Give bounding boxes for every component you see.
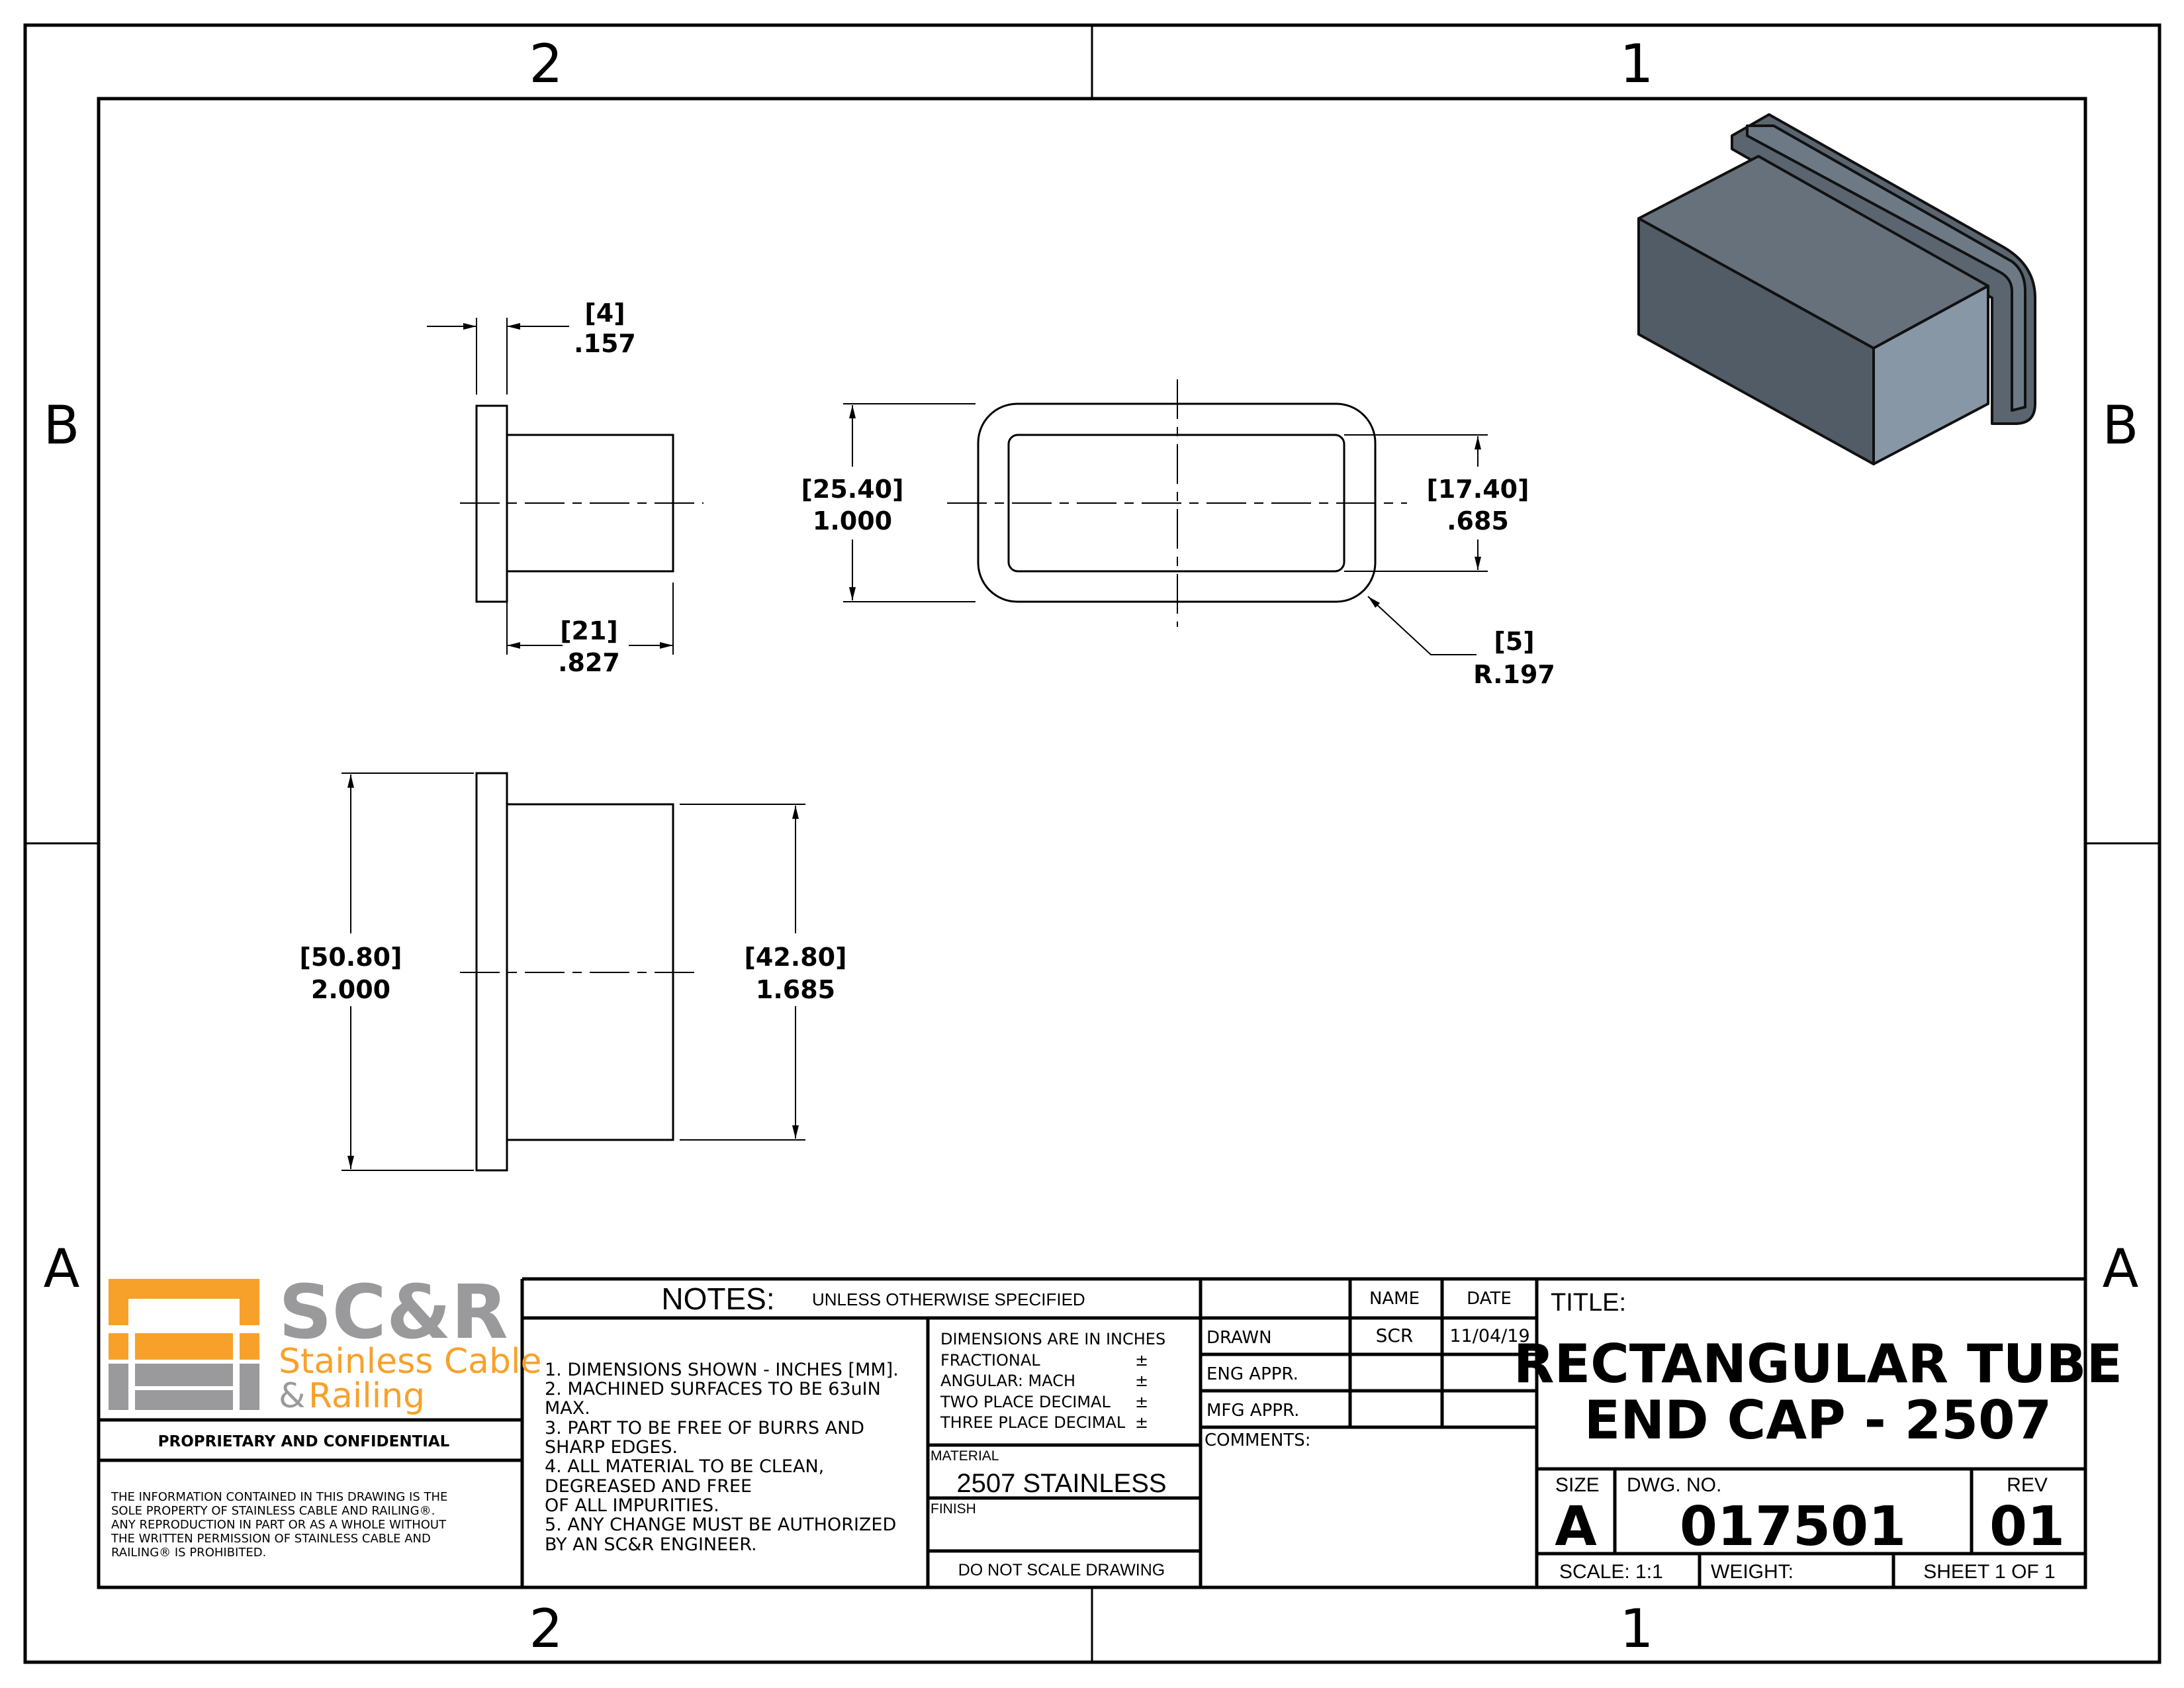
date-header: DATE [1467,1289,1512,1309]
rev-label: REV [2007,1474,2048,1496]
tolerance-line: DIMENSIONS ARE IN INCHES [940,1330,1165,1348]
note-line: 2. MACHINED SURFACES TO BE 63uIN [545,1379,881,1399]
company-logo: SC&R Stainless Cable & Railing [109,1270,541,1416]
note-line: DEGREASED AND FREE [545,1476,752,1497]
note-line: BY AN SC&R ENGINEER. [545,1534,757,1555]
note-line: 3. PART TO BE FREE OF BURRS AND [545,1418,864,1438]
comments-label: COMMENTS: [1205,1430,1311,1450]
dwg-no-value: 017501 [1680,1495,1906,1558]
dwg-no-label: DWG. NO. [1627,1474,1721,1496]
disclaimer: THE INFORMATION CONTAINED IN THIS DRAWIN… [111,1490,447,1560]
size-label: SIZE [1555,1474,1600,1496]
logo-amp: & [279,1376,306,1416]
dim-inner-width-mm: [42.80] [745,943,847,972]
note-line: 1. DIMENSIONS SHOWN - INCHES [MM]. [545,1360,899,1380]
dim-length-mm: [21] [560,616,618,645]
note-line: OF ALL IMPURITIES. [545,1495,719,1516]
scale-label: SCALE: 1:1 [1559,1561,1663,1583]
dim-inner-width-in: 1.685 [756,975,835,1004]
plus-minus: ± [1135,1372,1148,1390]
zone-label: A [44,1238,80,1299]
material-label: MATERIAL [931,1448,999,1464]
logo-name: SC&R [279,1270,508,1356]
plus-minus: ± [1135,1413,1148,1432]
tolerance-line: FRACTIONAL [940,1351,1040,1370]
material-value: 2507 STAINLESS [956,1469,1166,1498]
drawing-title-line1: RECTANGULAR TUBE [1514,1333,2122,1395]
logo-line2: Railing [308,1376,425,1416]
front-view: [25.40] 1.000 [17.40] .685 [5] R.197 [801,379,1555,689]
plus-minus: ± [1135,1351,1148,1370]
proprietary-label: PROPRIETARY AND CONFIDENTIAL [158,1433,450,1450]
notes-header: NOTES: [661,1282,774,1316]
dim-outer-height-mm: [25.40] [801,475,904,504]
dim-outer-width-mm: [50.80] [300,943,402,972]
disclaimer-line: ANY REPRODUCTION IN PART OR AS A WHOLE W… [111,1518,447,1532]
zone-label: 2 [529,1598,563,1660]
dim-flange-mm: [4] [584,299,625,328]
size-value: A [1555,1495,1597,1558]
tolerance-line: ANGULAR: MACH [940,1372,1075,1390]
zone-label: 1 [1620,33,1654,95]
approval-label: ENG APPR. [1206,1364,1298,1384]
dim-inner-height-in: .685 [1447,506,1509,536]
note-line: 4. ALL MATERIAL TO BE CLEAN, [545,1456,824,1477]
zone-label: 1 [1620,1598,1654,1660]
zone-label: B [2103,395,2139,456]
disclaimer-line: THE WRITTEN PERMISSION OF STAINLESS CABL… [111,1532,431,1546]
dim-outer-width-in: 2.000 [311,975,390,1004]
isometric-view [1637,113,2036,465]
finish-label: FINISH [931,1501,976,1517]
approval-label: DRAWN [1206,1328,1272,1348]
plus-minus: ± [1135,1393,1148,1411]
weight-label: WEIGHT: [1711,1561,1794,1583]
dim-outer-height-in: 1.000 [813,506,892,536]
tolerances: DIMENSIONS ARE IN INCHES FRACTIONAL ANGU… [940,1330,1165,1432]
drawn-date: 11/04/19 [1449,1326,1529,1346]
disclaimer-line: RAILING® IS PROHIBITED. [111,1546,266,1560]
name-header: NAME [1369,1289,1420,1309]
notes-list: 1. DIMENSIONS SHOWN - INCHES [MM]. 2. MA… [545,1360,899,1555]
zone-label: A [2103,1238,2139,1299]
drawn-name: SCR [1376,1325,1414,1346]
sheet-label: SHEET 1 OF 1 [1923,1561,2056,1583]
side-view: [4] .157 [21] .827 [427,299,704,677]
dim-length-in: .827 [558,648,620,677]
dim-flange-in: .157 [574,329,636,358]
zone-label: B [44,395,80,456]
title-label: TITLE: [1551,1289,1626,1317]
dim-radius-mm: [5] [1494,627,1534,656]
dim-radius-in: R.197 [1473,660,1555,689]
disclaimer-line: SOLE PROPERTY OF STAINLESS CABLE AND RAI… [111,1504,435,1518]
disclaimer-line: THE INFORMATION CONTAINED IN THIS DRAWIN… [111,1490,447,1504]
tolerance-line: TWO PLACE DECIMAL [940,1393,1111,1411]
note-line: 5. ANY CHANGE MUST BE AUTHORIZED [545,1515,896,1535]
zone-label: 2 [529,33,563,95]
do-not-scale-note: DO NOT SCALE DRAWING [958,1561,1165,1579]
note-line: SHARP EDGES. [545,1437,678,1458]
approval-label: MFG APPR. [1206,1401,1299,1421]
title-block: SC&R Stainless Cable & Railing PROPRIETA… [99,1270,2122,1587]
dim-inner-height-mm: [17.40] [1427,475,1529,504]
zone-dividers [25,25,2160,1662]
rev-value: 01 [1989,1495,2065,1558]
drawing-title-line2: END CAP - 2507 [1584,1389,2052,1451]
top-view: [50.80] 2.000 [42.80] 1.685 [300,772,847,1172]
notes-subheader: UNLESS OTHERWISE SPECIFIED [812,1289,1085,1309]
approvals-table: NAME DATE DRAWN SCR 11/04/19 ENG APPR. M… [1205,1289,1530,1450]
tolerance-line: THREE PLACE DECIMAL [940,1413,1126,1432]
zone-labels: 2 1 2 1 B A B A [44,33,2139,1660]
logo-line1: Stainless Cable [279,1342,541,1382]
note-line: MAX. [545,1398,590,1419]
